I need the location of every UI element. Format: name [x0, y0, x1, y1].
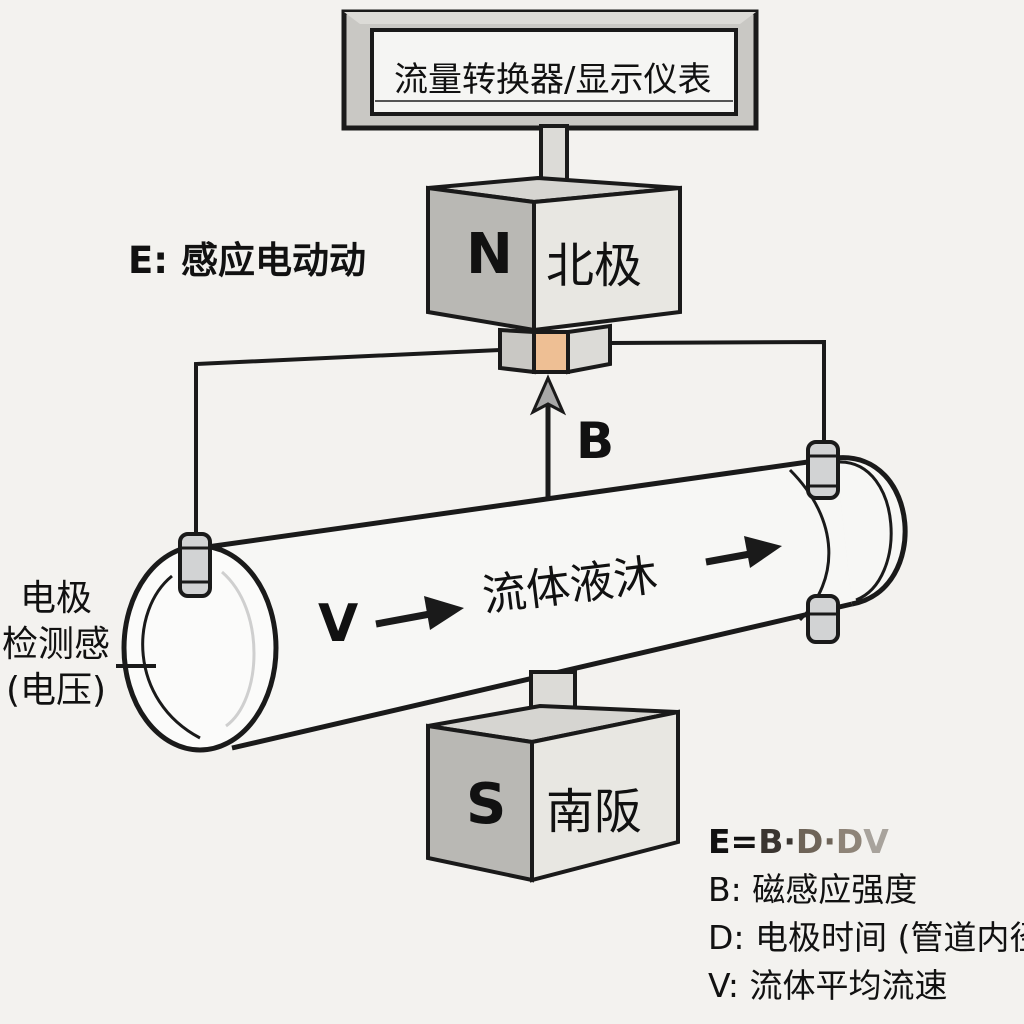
formula-d1: D [795, 822, 824, 861]
formula-v: V [863, 822, 889, 861]
south-pole-text: 南阪 [546, 784, 643, 840]
pole-accent [532, 330, 570, 374]
electrode-right-bottom [806, 594, 840, 644]
electrode-label-line3: (电压) [5, 670, 107, 711]
electrode-right-top [806, 440, 840, 500]
converter-display-label: 流量转换器/显示仪表 [394, 60, 712, 100]
north-pole-text: 北极 [546, 238, 643, 294]
magnetic-field-label: B [576, 412, 615, 470]
legend-item-d: D: 电极时间 (管道内径 [708, 918, 1024, 957]
formula: E=B·D·DV [708, 818, 1024, 866]
pipe [121, 455, 908, 753]
formula-equals: = [730, 822, 759, 861]
south-pole-letter: S [466, 772, 507, 837]
electrode-label: 电极 检测感 (电压) [2, 576, 110, 714]
formula-b: B [758, 822, 784, 861]
north-magnet [426, 175, 682, 375]
electrode-label-line1: 电极 [20, 578, 93, 619]
legend-item-b: B: 磁感应强度 [708, 870, 918, 909]
formula-dot-1: · [783, 822, 796, 861]
display-stem [539, 124, 569, 186]
formula-legend: E=B·D·DV B: 磁感应强度 D: 电极时间 (管道内径 V: 流体平均流… [708, 818, 1024, 1010]
formula-d2: D [835, 822, 864, 861]
formula-lhs: E [708, 822, 731, 861]
flow-arrow-left [375, 596, 464, 630]
electrode-label-line2: 检测感 [2, 624, 111, 665]
signal-wires [194, 339, 826, 540]
velocity-label: V [318, 594, 359, 654]
flow-arrow-right [705, 536, 782, 568]
emf-label: E: 感应电动动 [128, 239, 366, 282]
north-pole-letter: N [466, 222, 513, 287]
legend-item-v: V: 流体平均流速 [708, 966, 948, 1005]
electrode-left [178, 532, 212, 598]
formula-dot-2: · [823, 822, 836, 861]
converter-display-box [341, 9, 759, 131]
south-magnet [426, 703, 680, 883]
